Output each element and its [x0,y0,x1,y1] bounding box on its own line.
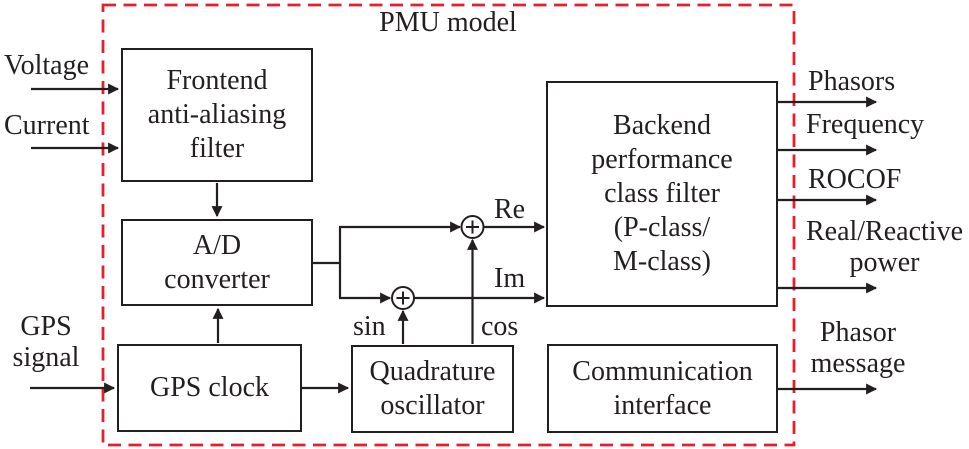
voltage-input-label: Voltage [4,50,90,81]
im-circled-plus-mixer-icon [391,286,415,310]
phasors-output-label: Phasors [808,66,896,97]
sin-signal-label: sin [353,311,386,342]
quadrature-oscillator-block-label: Quadrature oscillator [369,356,496,421]
ad-converter-block-label: A/D converter [164,229,270,295]
frequency-output-label: Frequency [806,109,925,140]
gps-signal-input-label: GPS signal [12,311,80,373]
communication-interface-block-label: Communication interface [572,355,753,421]
re-signal-label: Re [494,194,526,225]
ad-converter-block: A/D converter [121,219,313,306]
frontend-block-label: Frontend anti-aliasing filter [147,65,287,164]
gps-clock-block: GPS clock [117,344,302,432]
diagram-title: PMU model [379,7,517,38]
real-reactive-power-output-label: Real/Reactive power [805,216,964,278]
quadrature-oscillator-block: Quadrature oscillator [351,345,514,433]
im-signal-label: Im [494,263,526,294]
phasor-message-output-label: Phasor message [810,317,906,379]
backend-block-label: Backend performance class filter (P-clas… [591,110,733,277]
communication-interface-block: Communication interface [547,344,778,433]
re-circled-plus-mixer-icon [460,215,485,239]
frontend-anti-aliasing-filter-block: Frontend anti-aliasing filter [121,48,313,182]
gps-clock-block-label: GPS clock [150,372,269,403]
rocof-output-label: ROCOF [808,164,902,195]
current-input-label: Current [4,110,90,141]
cos-signal-label: cos [481,311,519,342]
pmu-model-dashed-boundary [101,3,796,447]
backend-performance-class-filter-block: Backend performance class filter (P-clas… [546,81,778,307]
